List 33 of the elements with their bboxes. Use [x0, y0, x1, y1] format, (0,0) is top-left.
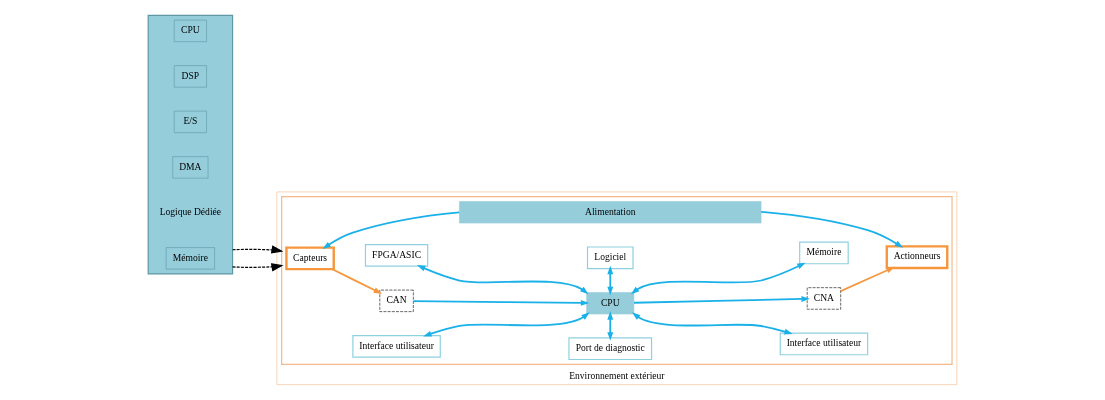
- node-box: Mémoire: [165, 247, 215, 270]
- arrow: [423, 312, 590, 337]
- node-box: CPU: [173, 19, 207, 42]
- node-box: FPGA/ASIC: [364, 244, 429, 267]
- arrow: [322, 211, 461, 250]
- arrow: [331, 268, 383, 294]
- arrow: [412, 300, 590, 306]
- arrow: [839, 266, 895, 293]
- arrow: [633, 296, 810, 304]
- node-box: CPU: [586, 292, 635, 315]
- arrow: [232, 245, 284, 254]
- arrow: [416, 265, 589, 295]
- node-box: E/S: [173, 110, 207, 133]
- cluster: [147, 14, 234, 275]
- node-box: DMA: [172, 156, 209, 179]
- node-box: Alimentation: [459, 201, 762, 224]
- arrow: [232, 263, 284, 272]
- arrow: [630, 262, 806, 295]
- node-box: Mémoire: [799, 241, 849, 265]
- node-box: Port de diagnostic: [568, 337, 653, 361]
- node-box: DSP: [173, 65, 207, 88]
- arrow: [607, 311, 614, 341]
- arrow: [760, 210, 904, 248]
- node-box: CAN: [379, 289, 414, 312]
- node-box: CNA: [806, 287, 841, 310]
- node-box: Capteurs: [285, 246, 335, 271]
- node-box: Logiciel: [586, 246, 634, 270]
- node-text: Logique Dédiée: [159, 206, 222, 218]
- arrow: [607, 265, 614, 296]
- node-box: Interface utilisateur: [352, 334, 441, 358]
- arrow: [632, 312, 793, 335]
- node-box: Actionneurs: [885, 245, 949, 270]
- node-box: Interface utilisateur: [779, 332, 869, 356]
